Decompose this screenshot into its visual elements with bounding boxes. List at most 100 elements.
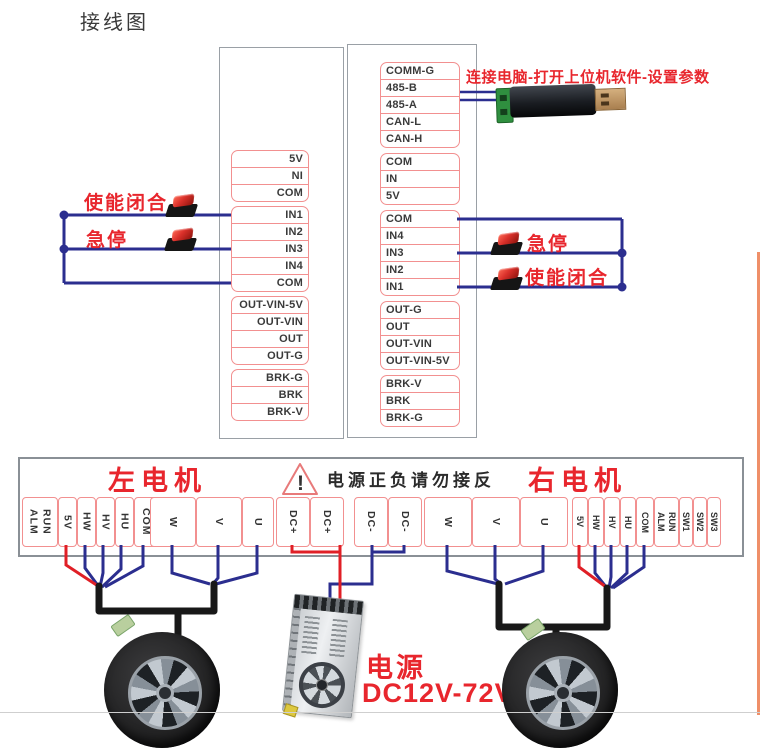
pin-label: NI [232,167,308,184]
pin-group: COM IN 5V [380,153,460,205]
pin-label: BRK-V [232,403,308,420]
warning-exclamation: ! [297,472,304,495]
psu-vent [328,618,348,659]
psu-fan-icon [296,659,348,711]
left-motor-label: 左电机 [108,466,207,496]
terminal-sw1: SW1 [679,497,693,547]
power-supply-unit [282,593,364,719]
terminal-dc-plus-2: DC+ [310,497,344,547]
pin-label: BRK-G [381,409,459,426]
pin-group: 5V NI COM [231,150,309,202]
hub-motor-wheel-right [502,632,618,748]
pin-group: BRK-G BRK BRK-V [231,369,309,421]
pin-label: 5V [381,187,459,204]
junction-dots [59,210,627,292]
pin-label: OUT-VIN-5V [239,299,303,311]
pin-label: COM [386,213,413,225]
pin-label: 485-A [381,96,459,113]
dc-minus-wires [328,545,406,600]
hub-motor-wheel-left [104,632,220,748]
terminal-u-right: U [520,497,568,547]
pin-label: CAN-H [381,130,459,147]
enable-switch-right [489,266,524,290]
page-bottom-line [0,712,760,713]
terminal-5v-left: 5V [58,497,77,547]
enable-label-left: 使能闭合 [84,193,169,214]
pin-group: OUT-G OUT OUT-VIN OUT-VIN-5V [380,301,460,370]
terminal-hv-left: HV [96,497,115,547]
terminal-label: ALM [27,509,40,535]
usb-plug-icon [594,87,627,111]
terminal-alm-run-left: ALM RUN [22,497,58,547]
pin-group: OUT-VIN-5V OUT-VIN OUT OUT-G [231,296,309,365]
terminal-w-left: W [150,497,196,547]
pin-label: 485-B [381,79,459,96]
pin-group: IN1 IN2 IN3 IN4 COM [231,206,309,292]
pin-label: BRK-V [386,378,422,390]
terminal-dc-plus-1: DC+ [276,497,310,547]
psu-voltage-label: DC12V-72V [362,678,514,708]
terminal-v-left: V [196,497,242,547]
terminal-label: RUN [40,509,53,535]
enable-switch-left [164,193,199,217]
power-wires-red [64,545,607,600]
adapter-body [509,83,597,118]
wiring-svg [59,90,646,654]
pin-label: IN1 [285,209,303,221]
pc-link-note: 连接电脑-打开上位机软件-设置参数 [466,69,710,86]
pin-label: BRK-G [265,372,303,384]
terminal-label: RUN [667,512,677,532]
pin-label: OUT-G [386,304,422,316]
pin-label: 5V [289,153,303,165]
terminal-alm-run-right: ALM RUN [654,497,679,547]
pin-label: IN3 [232,240,308,257]
psu-label: 电源 [366,653,426,683]
terminal-label: ALM [656,512,666,532]
estop-label-left: 急停 [86,230,129,251]
pin-label: IN2 [381,261,459,278]
wheel-hub [128,656,202,730]
pin-label: IN4 [232,257,308,274]
warning-triangle-icon: ! [282,463,318,495]
enable-label-right: 使能闭合 [525,268,610,289]
right-motor-label: 右电机 [528,466,627,496]
terminal-hu-left: HU [115,497,134,547]
terminal-dc-minus-2: DC- [388,497,422,547]
right-controller-pinout: COMM-G 485-B 485-A CAN-L CAN-H COM IN 5V… [380,62,460,432]
pin-label: IN [381,170,459,187]
pin-group: COMM-G 485-B 485-A CAN-L CAN-H [380,62,460,148]
pin-label: IN4 [381,227,459,244]
pin-label: CAN-L [381,113,459,130]
pin-label: OUT-VIN [232,313,308,330]
page-edge-artifact [757,252,760,715]
terminal-u-left: U [242,497,274,547]
polarity-warning-label: 电源正负请勿接反 [327,471,495,490]
pin-group: COM IN4 IN3 IN2 IN1 [380,210,460,296]
terminal-sw3: SW3 [707,497,721,547]
pin-label: BRK [381,392,459,409]
wheel-hub [526,656,600,730]
signal-wires-blue [62,90,646,600]
pin-label: COM [232,184,308,201]
psu-vent [301,615,321,656]
terminal-v-right: V [472,497,520,547]
pin-label: IN2 [232,223,308,240]
dc-plus-wires [290,545,342,600]
pin-label: BRK [232,386,308,403]
terminal-sw2: SW2 [693,497,707,547]
page-title: 接线图 [80,12,149,34]
psu-connector [282,703,299,718]
pin-label: IN1 [381,278,459,295]
pin-group: BRK-V BRK BRK-G [380,375,460,427]
pin-label: COMM-G [386,65,435,77]
terminal-hw-left: HW [77,497,96,547]
estop-switch-left [163,227,198,251]
pin-label: OUT-VIN-5V [381,352,459,369]
estop-switch-right [489,231,524,255]
estop-label-right: 急停 [527,234,570,255]
usb-rs485-adapter [495,80,628,125]
pin-label: OUT-VIN [381,335,459,352]
pin-label: COM [386,156,413,168]
pin-label: OUT [232,330,308,347]
wiring-diagram-page: { "title": "接线图", "colors": { "wire_blue… [0,0,760,715]
